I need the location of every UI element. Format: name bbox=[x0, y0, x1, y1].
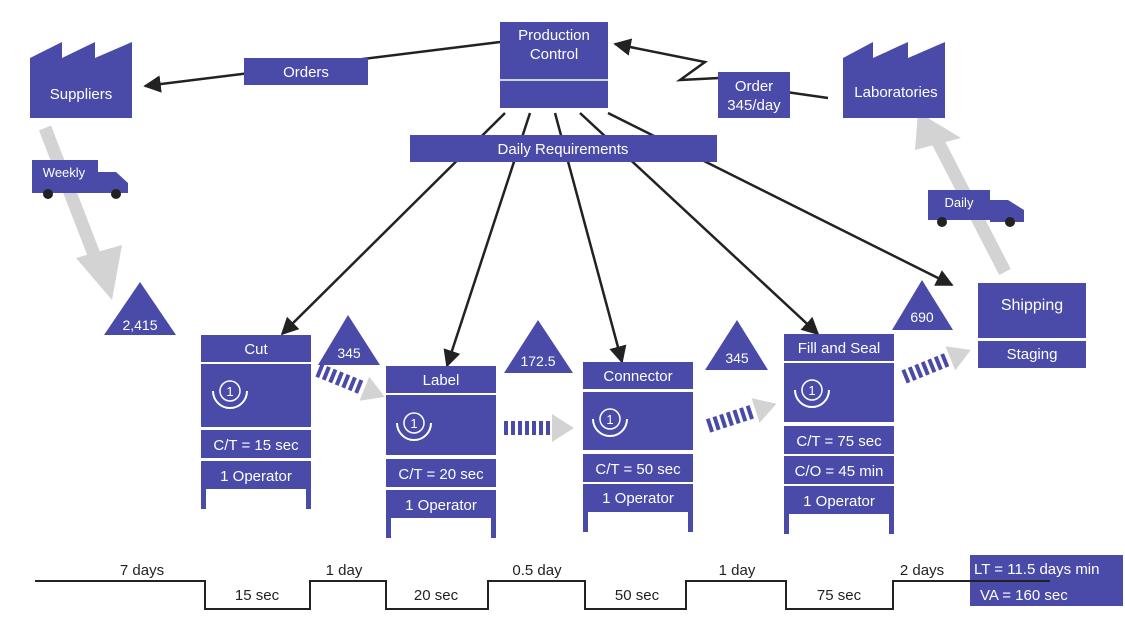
order-rate-line2: 345/day bbox=[727, 97, 781, 114]
inventory-triangle-label-connector: 172.5 bbox=[504, 320, 573, 373]
svg-text:1: 1 bbox=[606, 412, 613, 427]
suppliers-factory-icon: Suppliers bbox=[30, 42, 132, 118]
supplier-flow-arrow bbox=[38, 125, 122, 300]
process-name: Cut bbox=[244, 341, 268, 358]
operator-count: 1 Operator bbox=[220, 468, 292, 485]
suppliers-label: Suppliers bbox=[50, 86, 113, 103]
shipping-box: Shipping Staging bbox=[978, 283, 1086, 368]
weekly-truck-icon: Weekly bbox=[32, 160, 128, 199]
inventory-triangle-fill-shipping: 690 bbox=[892, 280, 953, 330]
push-arrow-connector-fill bbox=[705, 398, 777, 433]
inventory-triangle-connector-fill: 345 bbox=[705, 320, 768, 370]
inventory-value: 345 bbox=[725, 350, 749, 366]
inventory-value: 2,415 bbox=[122, 317, 157, 333]
operator-icon: 1 bbox=[794, 379, 830, 408]
laboratories-factory-icon: Laboratories bbox=[843, 42, 945, 118]
svg-text:1: 1 bbox=[410, 416, 417, 431]
operator-icon: 1 bbox=[396, 412, 432, 441]
push-arrow-cut-label bbox=[315, 363, 385, 401]
daily-requirements-label: Daily Requirements bbox=[498, 141, 629, 158]
process-name: Label bbox=[423, 372, 460, 389]
daily-truck-icon: Daily bbox=[928, 190, 1024, 227]
svg-text:1: 1 bbox=[226, 384, 233, 399]
daily-requirements-box: Daily Requirements bbox=[410, 135, 717, 162]
laboratories-label: Laboratories bbox=[854, 84, 937, 101]
operator-count: 1 Operator bbox=[602, 490, 674, 507]
cycle-time: C/T = 50 sec bbox=[595, 461, 681, 478]
value-added-label: VA = 160 sec bbox=[980, 587, 1068, 604]
changeover-time: C/O = 45 min bbox=[795, 463, 884, 480]
timeline-wait: 1 day bbox=[326, 562, 363, 579]
order-rate-label-box: Order 345/day bbox=[718, 72, 790, 118]
process-box-fill-and-seal: Fill and Seal 1 C/T = 75 sec C/O = 45 mi… bbox=[784, 334, 894, 534]
timeline: 7 days 1 day 0.5 day 1 day 2 days 15 sec… bbox=[35, 562, 1050, 610]
production-control-box: Production Control bbox=[500, 22, 608, 108]
push-arrow-fill-shipping bbox=[901, 346, 971, 384]
operator-icon: 1 bbox=[212, 380, 248, 409]
daily-truck-label: Daily bbox=[945, 195, 974, 210]
timeline-wait: 0.5 day bbox=[512, 562, 562, 579]
production-control-line2: Control bbox=[530, 46, 578, 63]
operator-icon: 1 bbox=[592, 408, 628, 437]
operator-count: 1 Operator bbox=[803, 493, 875, 510]
order-rate-line1: Order bbox=[735, 78, 773, 95]
orders-label: Orders bbox=[283, 64, 329, 81]
timeline-wait: 7 days bbox=[120, 562, 164, 579]
timeline-wait: 2 days bbox=[900, 562, 944, 579]
inventory-triangle-supplier-cut: 2,415 bbox=[104, 282, 176, 335]
weekly-truck-label: Weekly bbox=[43, 165, 86, 180]
timeline-cycle: 20 sec bbox=[414, 587, 459, 604]
cycle-time: C/T = 15 sec bbox=[213, 437, 299, 454]
inventory-triangle-cut-label: 345 bbox=[318, 315, 380, 365]
staging-label: Staging bbox=[1007, 346, 1058, 363]
timeline-cycle: 75 sec bbox=[817, 587, 862, 604]
lead-time-label: LT = 11.5 days min bbox=[974, 561, 1100, 578]
inventory-value: 690 bbox=[910, 309, 934, 325]
lead-time-summary-box: LT = 11.5 days min VA = 160 sec bbox=[970, 555, 1123, 606]
process-box-label: Label 1 C/T = 20 sec 1 Operator bbox=[386, 366, 496, 538]
orders-label-box: Orders bbox=[244, 58, 368, 85]
inventory-value: 345 bbox=[337, 345, 361, 361]
shipping-label: Shipping bbox=[1001, 297, 1063, 314]
timeline-cycle: 15 sec bbox=[235, 587, 280, 604]
production-control-line1: Production bbox=[518, 27, 590, 44]
cycle-time: C/T = 20 sec bbox=[398, 466, 484, 483]
inventory-value: 172.5 bbox=[520, 353, 555, 369]
timeline-wait: 1 day bbox=[719, 562, 756, 579]
process-box-connector: Connector 1 C/T = 50 sec 1 Operator bbox=[583, 362, 693, 532]
svg-text:1: 1 bbox=[808, 383, 815, 398]
process-box-cut: Cut 1 C/T = 15 sec 1 Operator bbox=[201, 335, 311, 509]
process-name: Connector bbox=[603, 368, 672, 385]
operator-count: 1 Operator bbox=[405, 497, 477, 514]
cycle-time: C/T = 75 sec bbox=[796, 433, 882, 450]
process-name: Fill and Seal bbox=[798, 340, 881, 357]
timeline-cycle: 50 sec bbox=[615, 587, 660, 604]
push-arrow-label-connector bbox=[502, 414, 574, 442]
